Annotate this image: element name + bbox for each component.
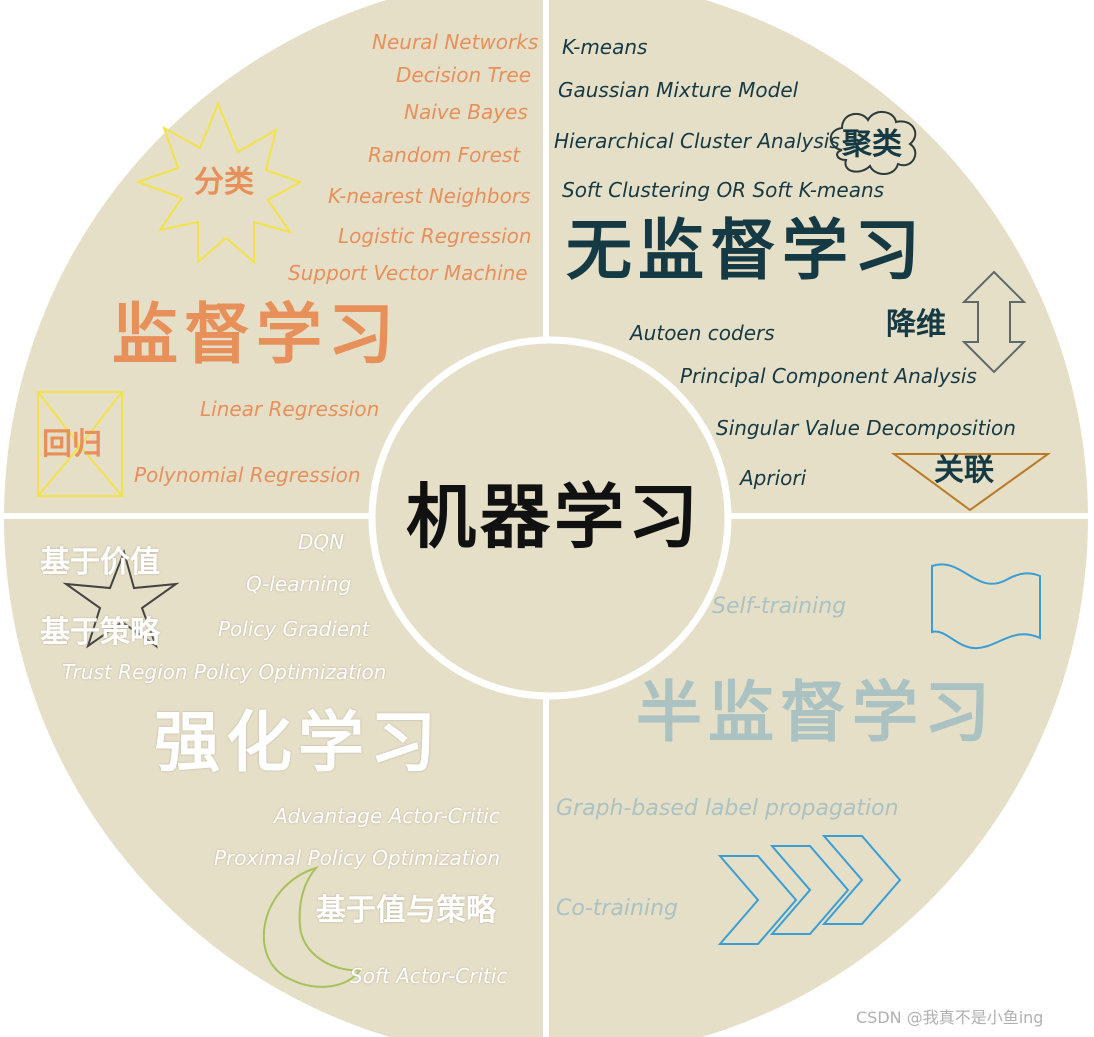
- dimred-item: Autoen coders: [630, 321, 775, 345]
- association-label: 关联: [934, 453, 994, 488]
- semisupervised-title: 半监督学习: [636, 674, 996, 751]
- reinforcement-title: 强化学习: [154, 704, 442, 781]
- regression-item: Linear Regression: [200, 397, 380, 421]
- unsupervised-title: 无监督学习: [566, 212, 926, 289]
- classification-item: Random Forest: [368, 143, 521, 167]
- clustering-item: Hierarchical Cluster Analysis: [554, 129, 840, 153]
- association-item: Apriori: [740, 466, 807, 490]
- center-title: 机器学习: [406, 476, 702, 558]
- center-circle: [368, 336, 732, 700]
- policy-item: Policy Gradient: [218, 617, 370, 641]
- clustering-item: Soft Clustering OR Soft K-means: [562, 178, 885, 202]
- value-item: Q-learning: [246, 572, 352, 596]
- dimred-item: Principal Component Analysis: [680, 364, 977, 388]
- semi-item: Graph-based label propagation: [556, 796, 899, 821]
- classification-label: 分类: [194, 165, 254, 200]
- cloud-icon: [829, 111, 917, 175]
- regression-item: Polynomial Regression: [134, 463, 361, 487]
- dimred-label: 降维: [886, 307, 946, 342]
- value-policy-label: 基于值与策略: [316, 893, 496, 928]
- bowtie-icon: [35, 391, 125, 497]
- classification-item: Support Vector Machine: [288, 261, 528, 285]
- policy-based-label: 基于策略: [40, 615, 160, 650]
- double-arrow-icon: [961, 270, 1027, 374]
- watermark: CSDN @我真不是小鱼ing: [856, 1008, 1044, 1027]
- star-icon: [62, 548, 180, 649]
- chevrons-icon: [717, 835, 902, 945]
- clustering-label: 聚类: [842, 127, 902, 162]
- semi-item: Self-training: [712, 594, 847, 619]
- crescent-moon-icon: [262, 866, 362, 988]
- semi-item: Co-training: [556, 896, 678, 921]
- both-item: Proximal Policy Optimization: [214, 846, 501, 870]
- both-item: Soft Actor-Critic: [350, 964, 508, 988]
- regression-label: 回归: [42, 427, 102, 462]
- policy-item: Trust Region Policy Optimization: [62, 660, 387, 684]
- value-item: DQN: [298, 530, 345, 554]
- classification-item: Neural Networks: [372, 30, 539, 54]
- starburst-icon: [135, 101, 303, 265]
- supervised-title: 监督学习: [112, 296, 400, 373]
- both-item: Advantage Actor-Critic: [274, 804, 500, 828]
- classification-item: Logistic Regression: [338, 224, 532, 248]
- triangle-icon: [890, 453, 1052, 512]
- clustering-item: Gaussian Mixture Model: [558, 78, 799, 102]
- dimred-item: Singular Value Decomposition: [716, 416, 1016, 440]
- wave-flag-icon: [931, 563, 1041, 650]
- classification-item: K-nearest Neighbors: [328, 184, 531, 208]
- value-based-label: 基于价值: [40, 545, 160, 580]
- classification-item: Decision Tree: [396, 63, 531, 87]
- clustering-item: K-means: [562, 35, 648, 59]
- classification-item: Naive Bayes: [404, 100, 528, 124]
